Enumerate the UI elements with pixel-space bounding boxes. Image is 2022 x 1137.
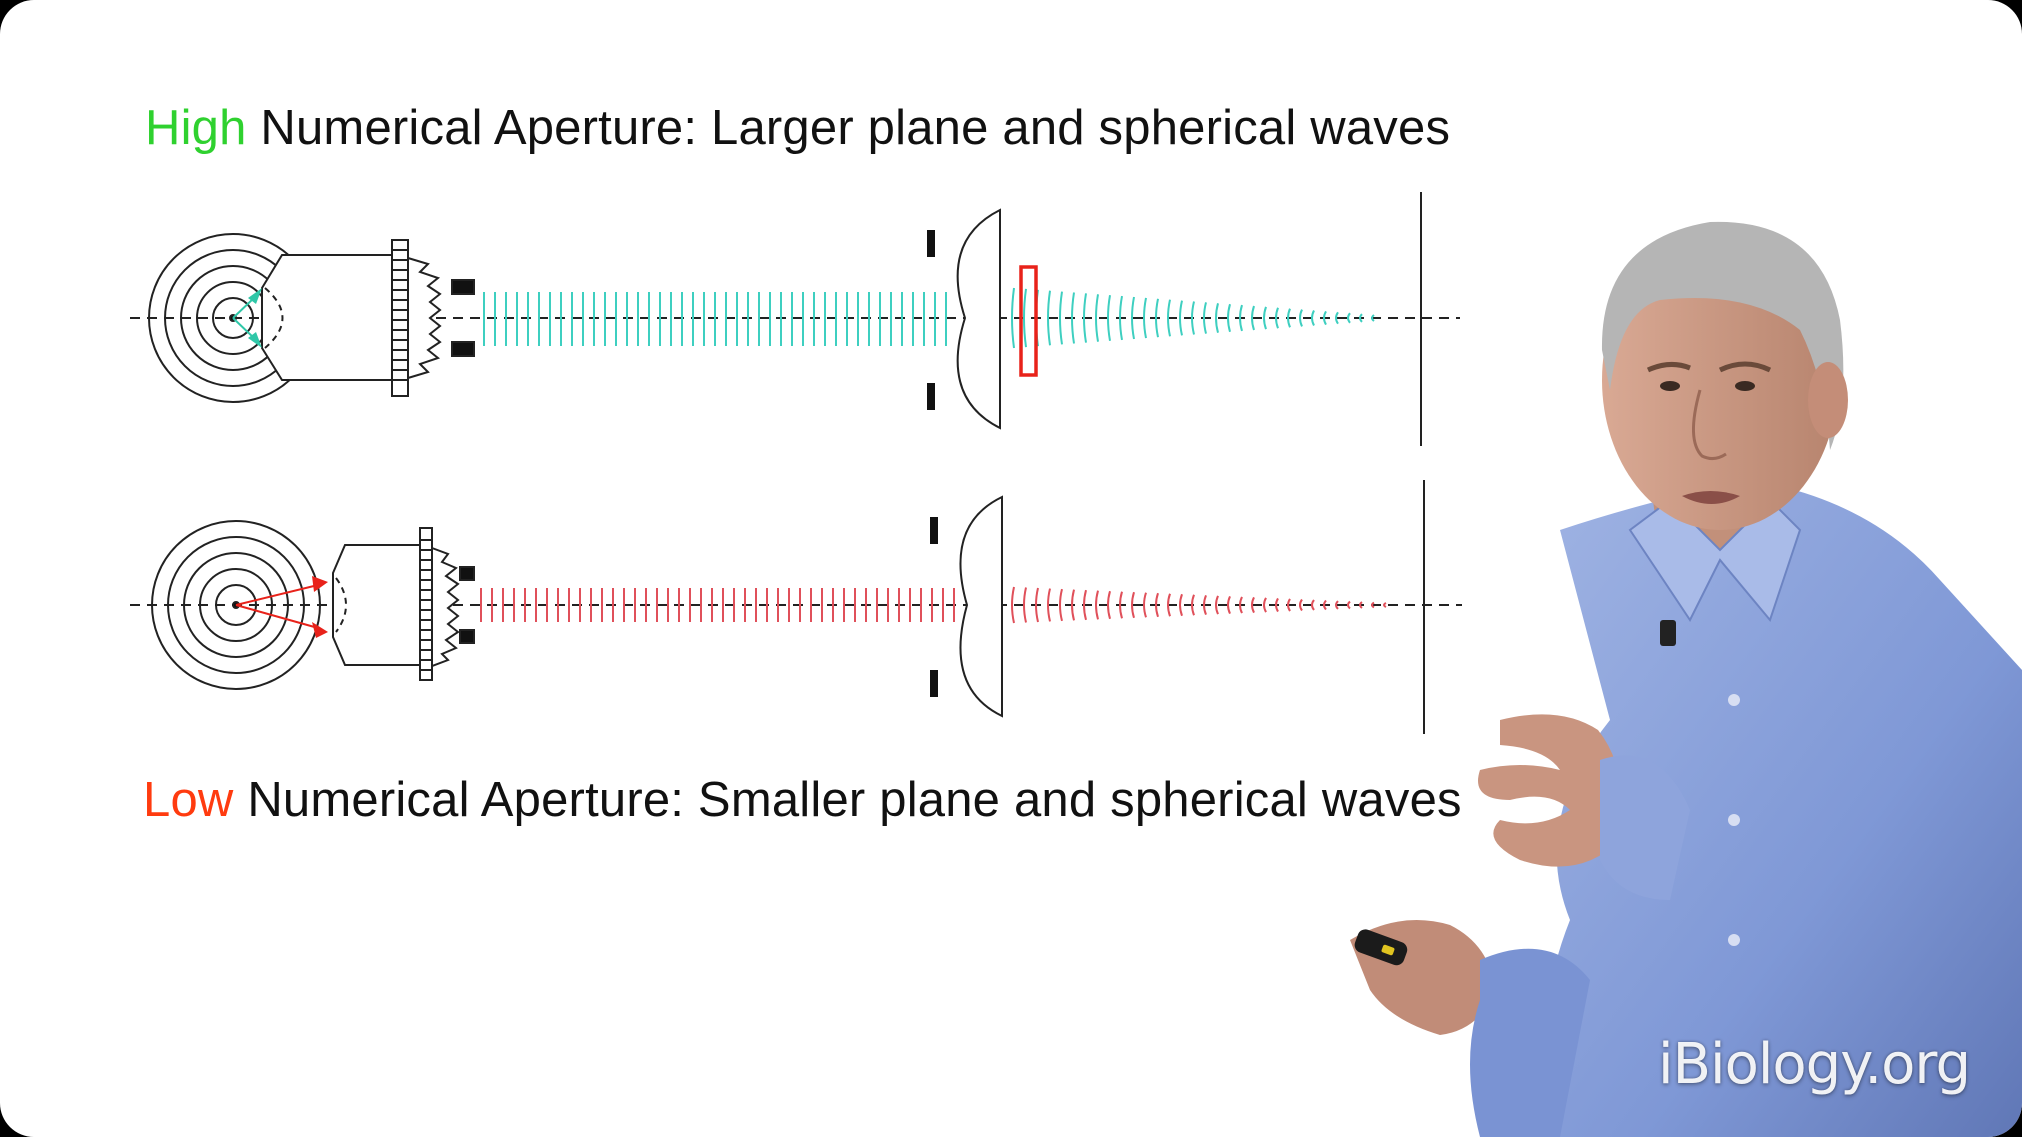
spherical-wave-arc	[1095, 590, 1099, 620]
low-na-title: Low Numerical Aperture: Smaller plane an…	[143, 772, 1462, 828]
spherical-wave-arc	[1071, 589, 1075, 621]
ray-arrow-bottom-up	[312, 576, 328, 592]
spherical-wave-arc	[1335, 600, 1339, 610]
spherical-wave-arc	[1143, 297, 1147, 339]
microscope-objective-icon	[261, 239, 475, 397]
presenter-photo	[1350, 221, 2022, 1137]
spherical-wave-arc	[1155, 298, 1159, 338]
high-word: High	[145, 101, 247, 155]
spherical-wave-arc	[1131, 591, 1135, 619]
spherical-wave-arc	[1155, 592, 1159, 618]
aperture-diagram	[130, 192, 1462, 734]
spherical-wave-arc	[1035, 587, 1039, 623]
spherical-wave-arc	[1299, 309, 1303, 327]
spherical-wave-arc	[1311, 599, 1315, 611]
spherical-wave-arc	[1167, 299, 1171, 337]
microscope-objective-icon-small	[332, 527, 475, 681]
spherical-wave-arc	[1287, 598, 1291, 612]
low-na-row	[130, 480, 1462, 734]
spherical-wave-arc	[1011, 287, 1015, 349]
high-na-title: High Numerical Aperture: Larger plane an…	[145, 100, 1450, 156]
spherical-wave-arc	[1215, 303, 1219, 333]
spherical-wave-arc	[1227, 303, 1231, 333]
spherical-wave-arc	[1239, 304, 1243, 332]
spherical-wave-arc	[1071, 292, 1075, 344]
spherical-wave-arc	[1047, 588, 1051, 622]
spherical-wave-arc	[1323, 599, 1327, 611]
spherical-wave-arc	[1179, 593, 1183, 617]
spherical-wave-arc	[1119, 295, 1123, 341]
spherical-wave-arc	[1023, 288, 1027, 348]
spherical-wave-arc	[1023, 587, 1027, 623]
high-na-row	[130, 192, 1460, 446]
spherical-wave-arc	[1359, 313, 1363, 323]
spherical-wave-arc	[1251, 596, 1255, 614]
spherical-wave-arc	[1059, 291, 1063, 345]
spherical-wave-arc	[1215, 595, 1219, 615]
spherical-wave-arc	[1263, 306, 1267, 330]
low-na-title-text: Numerical Aperture: Smaller plane and sp…	[233, 773, 1462, 827]
spherical-wave-arc	[1179, 300, 1183, 336]
spherical-wave-arc	[1107, 590, 1111, 620]
spherical-wave-arc	[1203, 594, 1207, 616]
spherical-wave-arc	[1011, 586, 1015, 624]
spherical-wave-arc	[1203, 302, 1207, 334]
spherical-wave-arc	[1083, 589, 1087, 621]
highlight-box	[1019, 265, 1038, 377]
aperture-stop-bottom-upper	[930, 517, 938, 544]
spherical-wave-arc	[1359, 601, 1363, 609]
ray-arrow-bottom-down	[312, 622, 328, 638]
plano-convex-lens-icon-bottom	[959, 495, 1003, 718]
spherical-wave-arc	[1107, 295, 1111, 341]
spherical-wave-arc	[1299, 598, 1303, 612]
spherical-wave-arc	[1251, 305, 1255, 331]
spherical-wave-arc	[1131, 296, 1135, 340]
spherical-waves-bottom	[1011, 586, 1387, 624]
plane-waves-top	[483, 292, 947, 346]
spherical-wave-arc	[1191, 594, 1195, 616]
aperture-stop-top-upper	[927, 230, 935, 257]
aperture-stop-top-lower	[927, 383, 935, 410]
spherical-wave-arc	[1311, 310, 1315, 326]
spherical-wave-arc	[1143, 592, 1147, 618]
plane-waves-bottom	[480, 588, 955, 622]
spherical-wave-arc	[1227, 595, 1231, 615]
spherical-wave-arc	[1275, 597, 1279, 613]
spherical-wave-arc	[1371, 314, 1375, 322]
high-na-title-text: Numerical Aperture: Larger plane and sph…	[246, 101, 1451, 155]
spherical-wave-arc	[1263, 597, 1267, 613]
aperture-stop-bottom-lower	[930, 670, 938, 697]
spherical-wave-arc	[1287, 308, 1291, 328]
spherical-wave-arc	[1275, 307, 1279, 329]
plano-convex-lens-icon	[956, 208, 1001, 430]
spherical-wave-arc	[1347, 312, 1351, 324]
spherical-wave-arc	[1371, 601, 1375, 609]
spherical-waves-top	[1011, 287, 1375, 349]
spherical-wave-arc	[1239, 596, 1243, 614]
ibiology-watermark: iBiology.org	[1658, 1032, 1971, 1097]
spherical-wave-arc	[1059, 588, 1063, 622]
spherical-wave-arc	[1335, 311, 1339, 325]
spherical-wave-arc	[1383, 602, 1387, 608]
spherical-wave-arc	[1191, 301, 1195, 335]
spherical-wave-arc	[1323, 310, 1327, 326]
concentric-circles-bottom	[151, 520, 321, 690]
low-word: Low	[143, 773, 234, 827]
spherical-wave-arc	[1347, 600, 1351, 610]
spherical-wave-arc	[1119, 591, 1123, 619]
spherical-wave-arc	[1083, 293, 1087, 343]
spherical-wave-arc	[1167, 593, 1171, 617]
spherical-wave-arc	[1047, 290, 1051, 346]
spherical-wave-arc	[1095, 294, 1099, 342]
